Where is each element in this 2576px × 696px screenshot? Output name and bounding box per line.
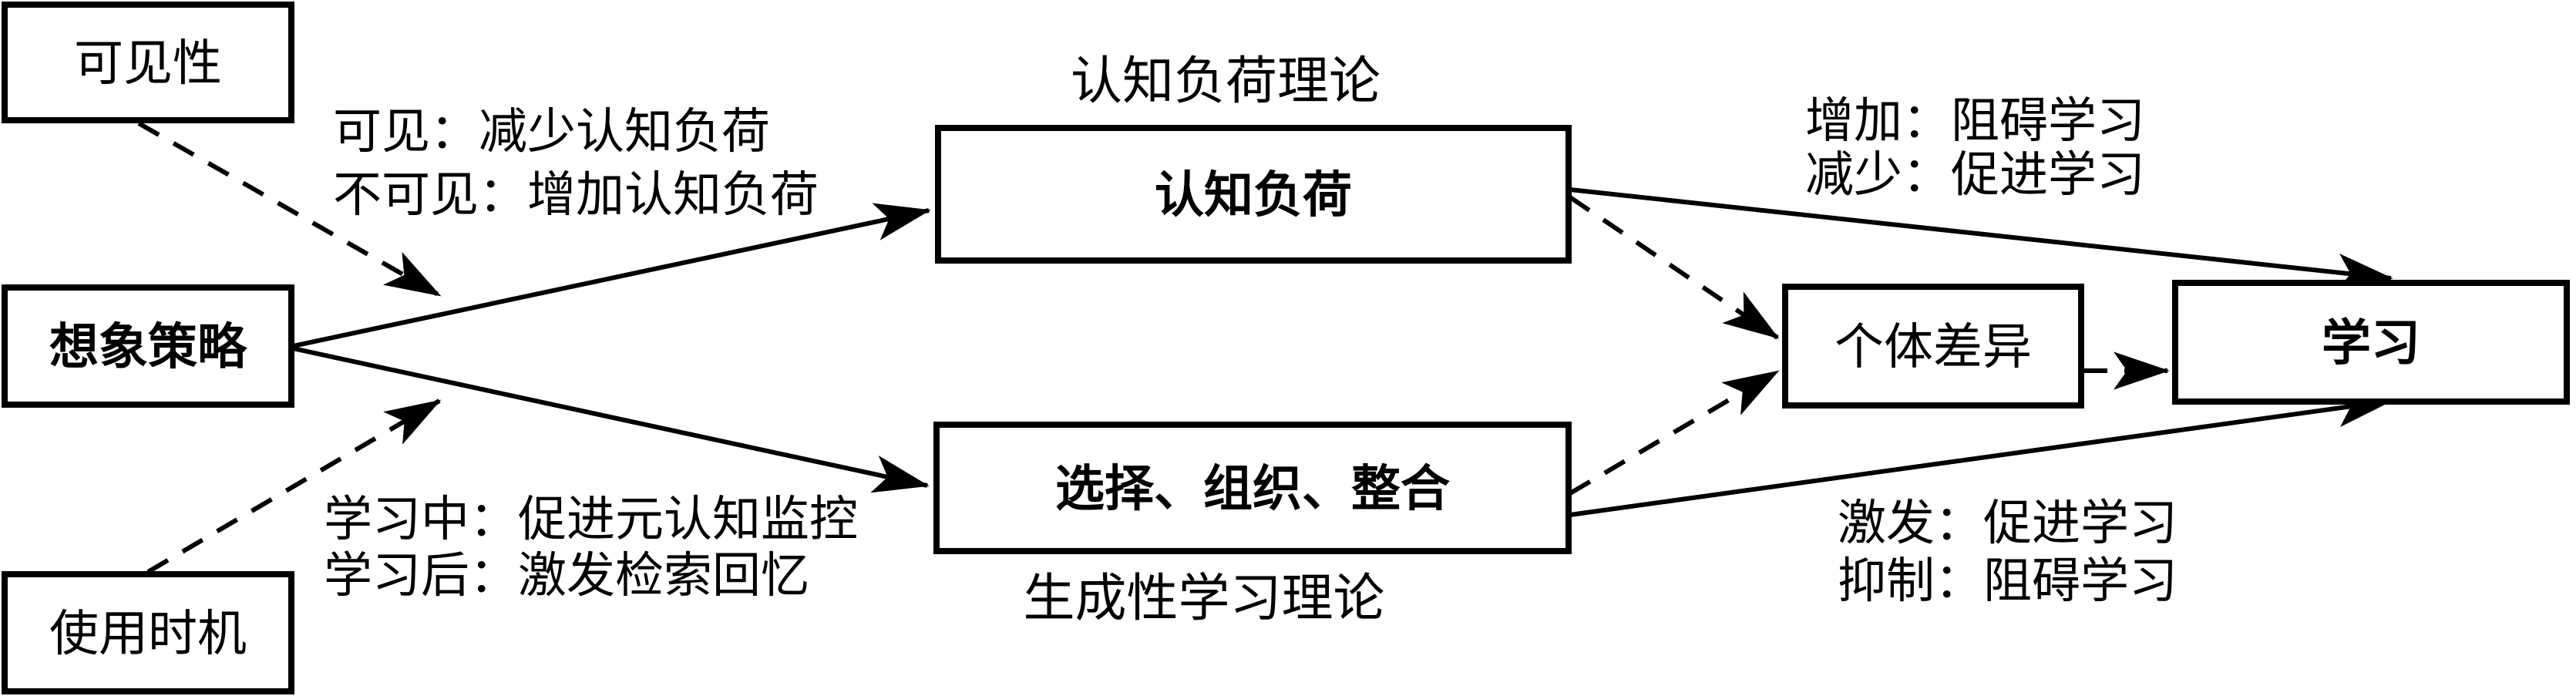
select-organize-integrate-box [933, 422, 1572, 554]
arrow-soi-to-learning [1569, 389, 2393, 517]
imagination-strategy-label: 想象策略 [49, 320, 247, 375]
connectors [137, 121, 2393, 574]
annotation-during-learning-line: 学习中：促进元认知监控 [324, 493, 858, 546]
annotation-visible-line: 可见：减少认知负荷 [333, 105, 770, 159]
annotation-inhibit-line: 抑制：阻碍学习 [1838, 554, 2177, 608]
imagination-strategy-box [2, 284, 294, 408]
learning-label: 学习 [2322, 316, 2420, 371]
select-organize-integrate-label: 选择、组织、整合 [1055, 462, 1450, 516]
individual-differences-box [1782, 284, 2084, 409]
annotation-decrease-line: 减少：促进学习 [1805, 148, 2145, 202]
node-usage-timing: 使用时机 [2, 571, 294, 694]
arrow-strategy-to-soi [292, 346, 930, 493]
node-visibility: 可见性 [2, 2, 294, 123]
cognitive-load-theory-title: 认知负荷理论 [1071, 53, 1380, 110]
annotation-increase-line: 增加：阻碍学习 [1805, 94, 2145, 148]
arrow-soi-to-individual-differences [1569, 369, 1780, 496]
arrow-visibility-to-strategy-path [137, 121, 442, 298]
annotation-visibility-effect: 可见：减少认知负荷 不可见：增加认知负荷 [333, 105, 819, 222]
node-individual-differences: 个体差异 [1782, 284, 2084, 409]
arrow-timing-to-strategy-path [146, 398, 442, 574]
cognitive-load-box [935, 125, 1572, 264]
arrow-cognitive-load-to-learning [1569, 187, 2393, 291]
learning-box [2172, 280, 2570, 405]
annotation-invisible-line: 不可见：增加认知负荷 [333, 168, 819, 222]
usage-timing-box [2, 571, 294, 694]
usage-timing-label: 使用时机 [49, 607, 247, 661]
arrow-cognitive-load-to-individual-differences [1569, 195, 1780, 340]
node-imagination-strategy: 想象策略 [2, 284, 294, 408]
annotation-activate-line: 激发：促进学习 [1838, 496, 2177, 550]
node-select-organize-integrate: 选择、组织、整合 [933, 422, 1572, 554]
node-learning: 学习 [2172, 280, 2570, 405]
annotation-cognitive-load-effect: 增加：阻碍学习 减少：促进学习 [1805, 94, 2145, 202]
arrow-strategy-to-cognitive-load [292, 203, 931, 348]
annotation-after-learning-line: 学习后：激发检索回忆 [324, 549, 809, 603]
node-cognitive-load: 认知负荷 [935, 125, 1572, 264]
generative-learning-theory-title: 生成性学习理论 [1024, 570, 1385, 627]
annotation-timing-effect: 学习中：促进元认知监控 学习后：激发检索回忆 [324, 493, 858, 603]
individual-differences-label: 个体差异 [1834, 320, 2032, 375]
visibility-box [2, 2, 294, 123]
visibility-label: 可见性 [74, 36, 222, 91]
cognitive-load-label: 认知负荷 [1155, 168, 1352, 223]
annotation-generative-effect: 激发：促进学习 抑制：阻碍学习 [1838, 496, 2177, 608]
